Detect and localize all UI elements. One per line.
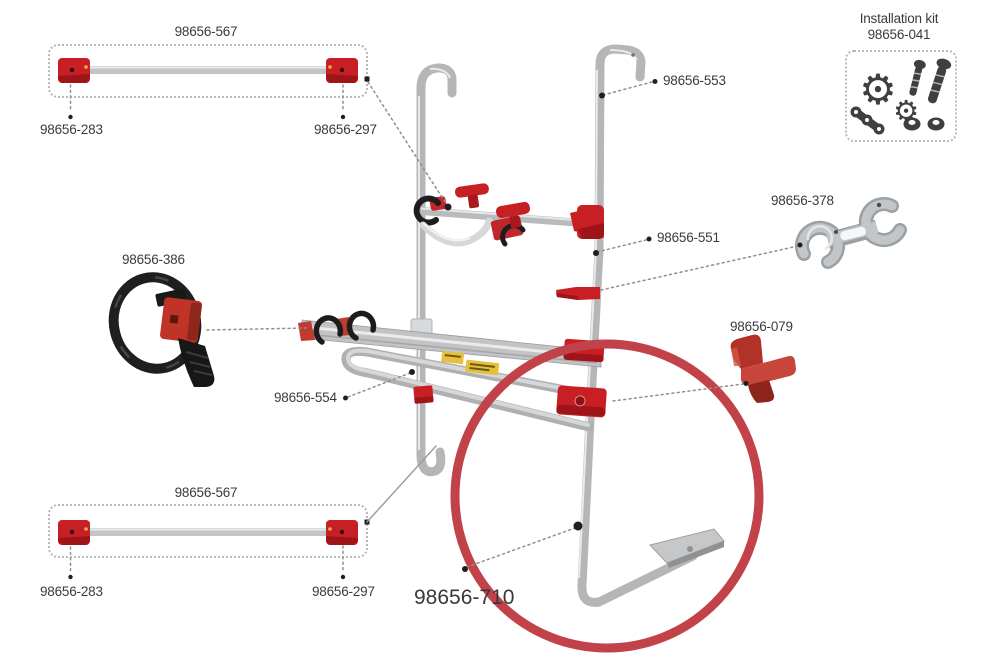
- part-label-bottom-bar-assembly: 98656-567: [174, 485, 238, 500]
- warning-sticker-icon: [441, 350, 500, 376]
- leader-lines: [68, 76, 803, 580]
- crossbar-kit-top-icon: [58, 58, 358, 83]
- roof-hook-rail-left-icon: [416, 63, 457, 477]
- part-label-spacer-bracket: 98656-378: [771, 193, 834, 208]
- screw-icon: [909, 59, 926, 96]
- part-label-lower-rail: 98656-710: [414, 586, 515, 609]
- chain-link-icon: [850, 106, 885, 135]
- support-clip-icon: [730, 334, 796, 403]
- installation-kit-title: Installation kit: [859, 11, 939, 26]
- gear-icon: ⚙: [859, 65, 897, 114]
- part-label-top-bar-left-cap: 98656-283: [40, 122, 103, 137]
- part-label-top-bar-right-cap: 98656-297: [314, 122, 377, 137]
- spacer-bracket-icon: [795, 197, 907, 269]
- bike-rail-tray-icon: [298, 310, 607, 432]
- rail-clip-icon: [556, 287, 600, 300]
- part-label-mid-rail: 98656-551: [657, 230, 720, 245]
- installation-kit-box: [845, 50, 957, 142]
- wheel-strap-icon: [108, 272, 215, 387]
- part-label-bike-rail: 98656-554: [274, 390, 337, 405]
- roof-hook-rail-right-icon: [577, 44, 725, 607]
- installation-kit-icons: ⚙ ⚙: [850, 58, 952, 135]
- part-label-wheel-strap: 98656-386: [122, 252, 185, 267]
- installation-kit-number: 98656-041: [867, 27, 931, 42]
- nut-icon: [903, 117, 945, 131]
- part-label-upper-rail: 98656-553: [663, 73, 726, 88]
- crossbar-kit-bottom-icon: [58, 520, 358, 545]
- screw-large-icon: [927, 58, 952, 104]
- part-label-support-clip: 98656-079: [730, 319, 793, 334]
- top-bar-kit-box: [48, 44, 368, 98]
- part-label-bottom-bar-right-cap: 98656-297: [312, 584, 375, 599]
- part-label-bottom-bar-left-cap: 98656-283: [40, 584, 103, 599]
- part-label-top-bar-assembly: 98656-567: [174, 24, 238, 39]
- bottom-bar-kit-box: [48, 504, 368, 558]
- highlight-ring-icon: [450, 339, 764, 653]
- upper-crossbar-assembly-icon: [413, 183, 604, 247]
